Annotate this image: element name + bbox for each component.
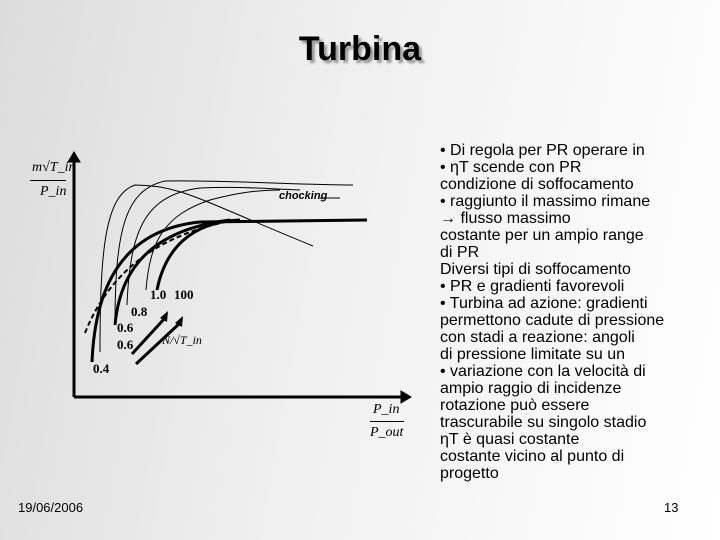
text-line: ηT è quasi costante [440, 431, 580, 448]
curve-label: 0.6 [117, 337, 134, 352]
text-line: di PR [440, 244, 480, 261]
y-axis-arrow [67, 151, 81, 163]
curve-label: 0.8 [131, 304, 148, 319]
x-axis-fraction-bar [370, 421, 404, 422]
y-axis-label-denominator: P_in [40, 184, 67, 199]
x-axis-arrow [400, 390, 412, 404]
curve-label: 0.6 [117, 320, 134, 335]
text-line: costante vicino al punto di [440, 448, 625, 465]
dashed-curve [84, 220, 231, 334]
speed-arrow [130, 316, 167, 356]
text-line: Diversi tipi di soffocamento [440, 261, 631, 278]
curve-label: 0.4 [93, 361, 110, 376]
arrow-head [175, 316, 183, 327]
thin-curve [99, 184, 314, 353]
text-line: • Turbina ad azione: gradienti [440, 295, 648, 312]
text-line: costante per un ampio range [440, 227, 644, 244]
text-line: progetto [440, 465, 499, 482]
footer-date: 19/06/2006 [18, 500, 84, 515]
curve-label: 100 [174, 287, 194, 302]
speed-arrow [134, 321, 182, 366]
bullet-text-block: • Di regola per PR operare in • ηT scend… [440, 142, 718, 482]
y-axis-label-numerator: m√T_in [32, 160, 76, 175]
x-axis-label-denominator: P_out [370, 425, 404, 440]
page-number: 13 [664, 500, 679, 515]
text-line: trascurabile su singolo stadio [440, 414, 647, 431]
text-line: • PR e gradienti favorevoli [440, 278, 625, 295]
y-axis-fraction-bar [30, 180, 66, 181]
text-line: • Di regola per PR operare in [440, 142, 645, 159]
text-line: ampio raggio di incidenze [440, 380, 622, 397]
arrow-head [160, 311, 168, 322]
text-line: di pressione limitate su un [440, 346, 625, 363]
choking-label: chocking [279, 190, 328, 202]
text-line: condizione di soffocamento [440, 176, 634, 193]
speed-parameter-label: N/√T_in [162, 333, 202, 347]
text-line: con stadi a reazione: angoli [440, 329, 635, 346]
text-line: permettono cadute di pressione [440, 312, 665, 329]
slide-title: Turbina [298, 30, 422, 68]
text-line: • raggiunto il massimo rimane [440, 193, 651, 210]
text-line: rotazione può essere [440, 397, 590, 414]
thick-curve [90, 218, 368, 363]
text-line: → flusso massimo [440, 210, 571, 227]
text-line: • ηT scende con PR [440, 159, 582, 176]
thin-curve [145, 189, 281, 291]
thick-curve [155, 218, 241, 291]
text-line: • variazione con la velocità di [440, 363, 646, 380]
x-axis-label-numerator: P_in [373, 402, 400, 417]
thin-curve [114, 180, 354, 326]
curve-label: 1.0 [150, 287, 167, 302]
